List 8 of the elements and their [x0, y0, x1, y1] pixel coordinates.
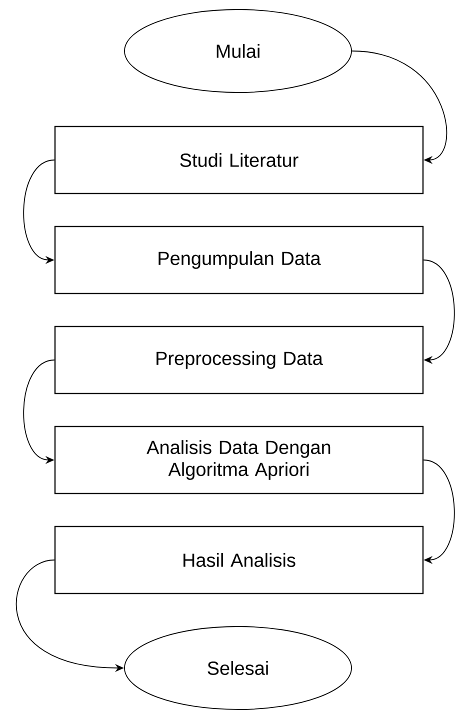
- arrow: [352, 50, 448, 164]
- arrow: [423, 260, 455, 364]
- arrow: [423, 460, 455, 564]
- process-box: Pengumpulan Data: [54, 226, 424, 294]
- process-box: Preprocessing Data: [54, 326, 424, 394]
- process-box: Hasil Analisis: [54, 526, 424, 594]
- process-box: Analisis Data Dengan Algoritma Apriori: [54, 426, 424, 494]
- process-box: Studi Literatur: [54, 126, 424, 194]
